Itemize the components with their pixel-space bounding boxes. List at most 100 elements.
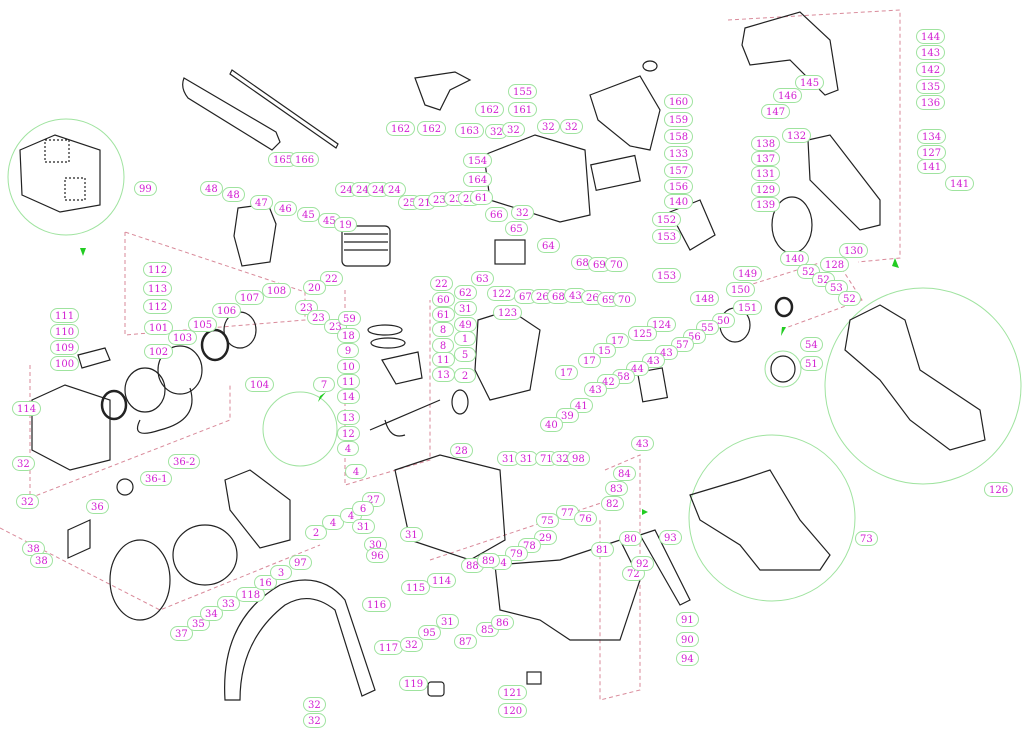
- part-callout-115: 115: [401, 580, 431, 595]
- part-callout-151: 151: [733, 300, 763, 315]
- part-callout-7: 7: [313, 377, 335, 392]
- part-callout-5: 5: [454, 347, 476, 362]
- part-callout-155: 155: [508, 84, 538, 99]
- part-callout-2: 2: [305, 525, 327, 540]
- starter-housing-99: [19, 134, 101, 213]
- detail-arrows: [80, 248, 899, 515]
- part-callout-47: 47: [250, 195, 273, 210]
- disc-102: [124, 367, 166, 413]
- crankcase-1: [474, 309, 541, 401]
- part-callout-43: 43: [631, 436, 654, 451]
- piston-group-boundary: [344, 290, 431, 486]
- part-callout-121: 121: [498, 685, 528, 700]
- part-callout-32: 32: [537, 119, 560, 134]
- part-callout-150: 150: [726, 282, 756, 297]
- brake-detail-126: [844, 304, 986, 451]
- fan-cover-37: [109, 539, 171, 621]
- arrow-99-icon: [80, 248, 86, 256]
- part-callout-140: 140: [780, 251, 810, 266]
- part-callout-38: 38: [30, 553, 53, 568]
- part-callout-31: 31: [352, 519, 375, 534]
- air-filter-157: [590, 154, 641, 192]
- part-callout-163: 163: [455, 123, 485, 138]
- part-callout-152: 152: [652, 212, 682, 227]
- part-callout-59: 59: [338, 311, 361, 326]
- spark-cap-36: [116, 478, 134, 496]
- part-callout-48: 48: [222, 187, 245, 202]
- part-callout-118: 118: [236, 587, 266, 602]
- part-callout-143: 143: [916, 45, 946, 60]
- clutch-spring-54: [774, 296, 794, 318]
- part-callout-129: 129: [751, 182, 781, 197]
- part-callout-11: 11: [432, 352, 455, 367]
- detail-circle-7: [262, 391, 338, 467]
- part-callout-114: 114: [12, 401, 42, 416]
- part-callout-103: 103: [168, 330, 198, 345]
- handle-detail-73: [689, 469, 831, 571]
- part-callout-110: 110: [50, 324, 80, 339]
- part-callout-125: 125: [628, 326, 658, 341]
- carburetor: [494, 239, 526, 265]
- muffler-47: [233, 203, 277, 267]
- part-callout-134: 134: [917, 129, 947, 144]
- part-callout-31: 31: [515, 451, 538, 466]
- part-callout-63: 63: [471, 271, 494, 286]
- oil-pump-44: [636, 367, 669, 403]
- detail-circle-73: [688, 434, 856, 602]
- arrow-126-icon: [892, 258, 899, 268]
- arrow-73-icon: [642, 509, 648, 515]
- part-callout-159: 159: [664, 112, 694, 127]
- part-callout-32: 32: [502, 122, 525, 137]
- piston-ring-8b: [370, 337, 406, 349]
- part-callout-31: 31: [400, 527, 423, 542]
- throttle-93: [639, 529, 691, 606]
- part-callout-111: 111: [50, 308, 80, 323]
- part-callout-75: 75: [536, 513, 559, 528]
- part-callout-145: 145: [795, 75, 825, 90]
- part-callout-138: 138: [751, 136, 781, 151]
- part-callout-48: 48: [200, 181, 223, 196]
- part-callout-109: 109: [50, 340, 80, 355]
- recoil-group-boundary: [29, 365, 231, 499]
- part-callout-113: 113: [143, 281, 173, 296]
- part-callout-153: 153: [652, 229, 682, 244]
- part-callout-34: 34: [200, 606, 223, 621]
- part-callout-3: 3: [270, 565, 292, 580]
- part-callout-77: 77: [556, 505, 579, 520]
- part-callout-165: 165: [268, 152, 298, 167]
- part-callout-9: 9: [337, 343, 359, 358]
- part-callout-89: 89: [477, 553, 500, 568]
- part-callout-6: 6: [352, 501, 374, 516]
- spring-105: [200, 328, 230, 362]
- guide-bar-166: [229, 69, 339, 149]
- flywheel-34: [172, 524, 238, 586]
- part-callout-18: 18: [337, 328, 360, 343]
- part-callout-52: 52: [838, 291, 861, 306]
- part-callout-65: 65: [505, 221, 528, 236]
- part-callout-102: 102: [144, 344, 174, 359]
- sprocket-cover-127: [807, 134, 881, 231]
- starter-group-boundary: [124, 231, 306, 336]
- pulley-101: [100, 389, 128, 421]
- part-callout-130: 130: [839, 243, 869, 258]
- part-callout-54: 54: [800, 337, 823, 352]
- part-callout-92: 92: [631, 556, 654, 571]
- part-callout-86: 86: [491, 615, 514, 630]
- part-callout-12: 12: [337, 426, 360, 441]
- part-callout-40: 40: [540, 417, 563, 432]
- part-callout-166: 166: [290, 152, 320, 167]
- part-callout-61: 61: [432, 307, 455, 322]
- chain-brake-handle-144: [741, 11, 839, 96]
- piston-9: [381, 351, 423, 385]
- part-callout-10: 10: [337, 359, 360, 374]
- part-callout-162: 162: [417, 121, 447, 136]
- part-callout-141: 141: [945, 176, 975, 191]
- part-callout-8: 8: [432, 338, 454, 353]
- part-callout-22: 22: [430, 276, 453, 291]
- part-callout-98: 98: [567, 451, 590, 466]
- part-callout-32: 32: [16, 494, 39, 509]
- part-callout-122: 122: [487, 286, 517, 301]
- part-callout-36-1: 36-1: [140, 471, 173, 486]
- part-callout-99: 99: [134, 181, 157, 196]
- part-callout-16: 16: [254, 575, 277, 590]
